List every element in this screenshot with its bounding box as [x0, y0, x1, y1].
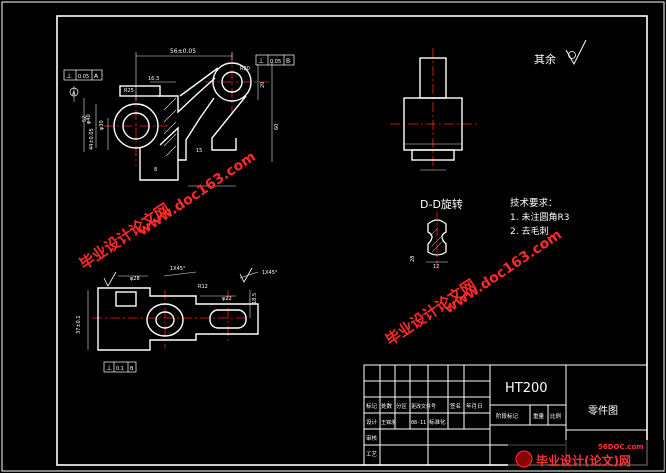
dim-text: 1X45° [262, 270, 278, 276]
material: HT200 [505, 381, 548, 396]
section-d-d: D-D旋转 12 28 [410, 197, 463, 270]
dim-text: 20 [260, 82, 266, 88]
top-view: φ28 1X45° 1X45° 37±0.1 φ22 18.5 R12 ⊥ 0.… [76, 266, 278, 373]
tol-symbol: ⊥ [106, 364, 112, 372]
notes-line: 1. 未注圆角R3 [510, 211, 569, 223]
tb-cell: 审核 [366, 434, 378, 442]
technical-requirements: 技术要求： 1. 未注圆角R3 2. 去毛刺 [510, 197, 569, 237]
front-view: 56±0.05 16.3 R25 φ40 φ30 52 44±0.05 60 2… [63, 48, 295, 187]
arm-link [179, 67, 247, 151]
dim-text: 8 [154, 167, 157, 173]
side-view: 其余 [390, 39, 587, 171]
footer-logo: 56DOC.com 毕业设计(论文)网 [508, 440, 664, 470]
watermark-url: www.doc163.com [135, 149, 259, 240]
dim-text: 18.5 [252, 293, 258, 304]
notes-line: 2. 去毛刺 [510, 225, 548, 237]
dim-text: 44±0.05 [89, 128, 95, 150]
section-title: D-D旋转 [420, 197, 463, 211]
tol-datum: B [130, 366, 134, 372]
dim-text: 16.3 [148, 76, 159, 82]
tb-cell: 重量 [533, 412, 545, 420]
tb-cell: 比例 [550, 412, 562, 420]
dim-text: R25 [124, 88, 134, 94]
roughness-label: 其余 [534, 52, 556, 66]
tb-cell: 年月日 [466, 402, 483, 410]
dim-text: 60 [274, 124, 280, 130]
tb-cell: 更改文件号 [411, 403, 436, 410]
bore-circle [122, 112, 150, 140]
section-profile [427, 219, 447, 256]
tol-symbol: ⊥ [258, 57, 264, 65]
tb-cell: 标记 [366, 402, 378, 410]
tb-cell: 标准化 [429, 418, 446, 426]
top-bore [146, 303, 184, 337]
dim-text: φ22 [222, 296, 232, 302]
arm-boss-inner [221, 71, 243, 93]
logo-name: 毕业设计(论文)网 [536, 453, 631, 468]
dim-text: R12 [198, 284, 208, 290]
dim-text: 52 [82, 116, 88, 122]
dim-text: R20 [240, 66, 250, 72]
dim-text: 1X45° [170, 266, 186, 272]
title-block: HT200 零件图 标记 处数 分区 更改文件号 签名 年月日 设计 王锦永 0… [363, 364, 648, 466]
logo-emblem [515, 450, 533, 468]
dim-text: 12 [433, 264, 439, 270]
top-pocket [115, 291, 137, 307]
dim-text: 15 [196, 148, 202, 154]
tb-cell: 王锦永 [381, 419, 396, 426]
roughness-symbol [565, 39, 587, 66]
dim-text: φ40 [86, 114, 92, 124]
inner-frame [56, 15, 648, 466]
watermark-url: www.doc163.com [441, 227, 565, 318]
watermark: 毕业设计论文网 www.doc163.com 毕业设计论文网 www.doc16… [76, 149, 565, 350]
tb-cell: 工艺 [366, 451, 378, 458]
tb-cell: 分区 [396, 402, 408, 410]
dim-text: φ30 [99, 120, 105, 130]
boss-outer-circle [113, 103, 159, 149]
watermark-cn: 毕业设计论文网 [382, 276, 479, 350]
tb-cell: 设计 [366, 418, 378, 426]
top-outline [97, 287, 259, 351]
tol-value: 0.05 [270, 59, 281, 65]
tol-value: 0.05 [78, 74, 89, 80]
notes-title: 技术要求： [510, 197, 558, 209]
tb-cell: 阶段标记 [496, 412, 519, 420]
datum-label: A [72, 91, 76, 97]
top-bore-inner [155, 311, 175, 329]
side-foot [411, 149, 455, 161]
tb-cell: 签名 [450, 402, 461, 410]
keyway [119, 85, 161, 97]
tol-value: 0.1 [116, 366, 124, 372]
roughness-circle [568, 51, 576, 59]
dim-text: 56±0.05 [170, 48, 196, 55]
dim-text: φ28 [130, 276, 140, 282]
body-outline [139, 77, 216, 181]
tol-datum: A [94, 73, 99, 80]
tol-symbol: ⊥ [66, 72, 72, 80]
tb-cell: 处数 [381, 402, 393, 410]
tb-cell: 08-11 [411, 420, 426, 426]
tol-datum: B [286, 58, 290, 65]
part-name: 零件图 [588, 405, 618, 417]
top-slot [209, 309, 247, 329]
dim-text: 37±0.1 [76, 315, 82, 334]
logo-url: 56DOC.com [598, 443, 644, 451]
dim-text: 28 [410, 256, 416, 262]
arm-boss-outer [212, 62, 252, 102]
